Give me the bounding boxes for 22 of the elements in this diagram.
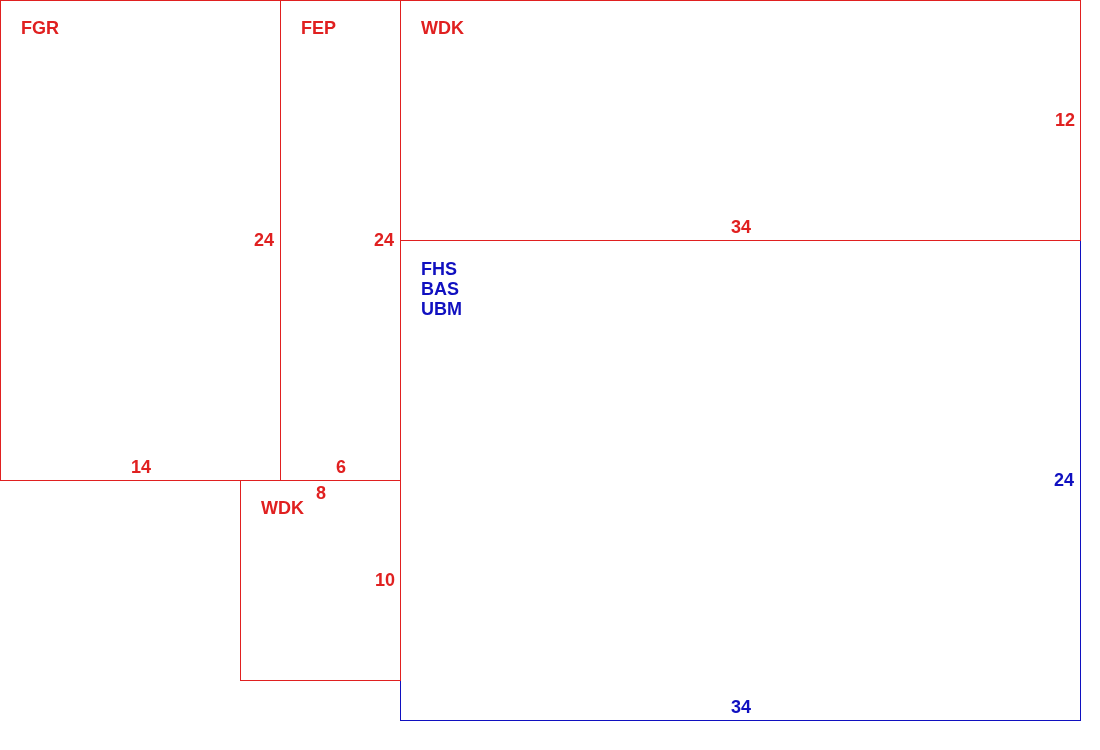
dimension-label: 34	[731, 697, 751, 717]
room-label: FEP	[301, 18, 336, 38]
dimension-label: 14	[131, 457, 151, 477]
dimension-label: 6	[336, 457, 346, 477]
dimension-label: 24	[374, 230, 394, 250]
dimension-label: 12	[1055, 110, 1075, 130]
room-outline	[400, 0, 1081, 241]
room-outline	[400, 240, 1081, 721]
dimension-label: 24	[1054, 470, 1074, 490]
room-outline	[240, 480, 401, 681]
room-label: FHS	[421, 259, 457, 279]
room-label: FGR	[21, 18, 59, 38]
room-label: WDK	[421, 18, 464, 38]
room-outline	[280, 0, 401, 481]
dimension-label: 8	[316, 483, 326, 503]
room-label: BAS	[421, 279, 459, 299]
dimension-label: 24	[254, 230, 274, 250]
room-outline	[0, 0, 281, 481]
dimension-label: 34	[731, 217, 751, 237]
room-label: UBM	[421, 299, 462, 319]
dimension-label: 10	[375, 570, 395, 590]
room-label: WDK	[261, 498, 304, 518]
